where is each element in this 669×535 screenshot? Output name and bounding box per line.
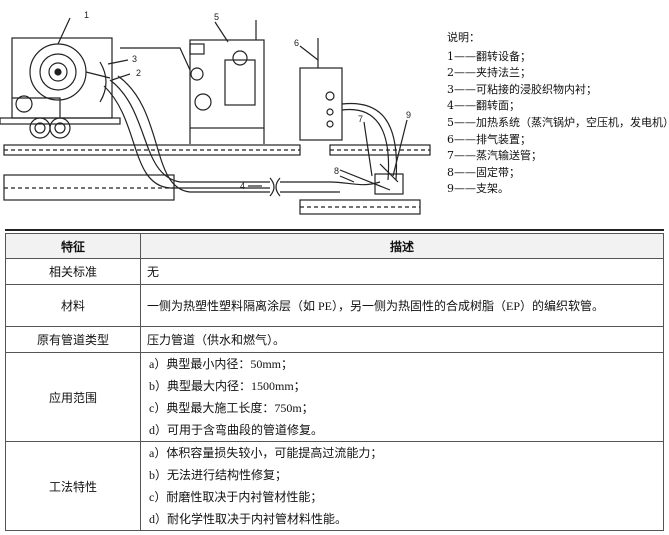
legend-item: 2——夹持法兰； bbox=[447, 66, 531, 80]
list-item: b）无法进行结构性修复； bbox=[149, 468, 288, 482]
table-row: 相关标准 无 bbox=[5, 258, 664, 285]
callout-2: 2 bbox=[136, 68, 141, 78]
receiving-pit bbox=[339, 163, 404, 195]
header-description: 描述 bbox=[140, 233, 664, 259]
callout-4: 4 bbox=[240, 181, 245, 191]
list-item: a）体积容量损失较小，可能提高过流能力； bbox=[149, 446, 383, 460]
header-feature: 特征 bbox=[5, 233, 141, 259]
callout-8: 8 bbox=[334, 166, 339, 176]
legend-item: 9——支架。 bbox=[447, 182, 509, 196]
legend-item: 1——翻转设备； bbox=[447, 49, 531, 63]
table-top-rule bbox=[5, 229, 664, 231]
list-item: c）典型最大施工长度：750m； bbox=[149, 401, 314, 415]
table-header-row: 特征 描述 bbox=[5, 233, 664, 259]
callout-1: 1 bbox=[84, 10, 89, 20]
inversion-device bbox=[0, 37, 121, 139]
description-cell: a）典型最小内径：50mm； b）典型最大内径：1500mm； c）典型最大施工… bbox=[140, 352, 664, 442]
feature-cell: 材料 bbox=[5, 284, 141, 327]
legend-item: 7——蒸汽输送管； bbox=[447, 149, 542, 163]
legend-item: 6——排气装置； bbox=[447, 132, 531, 146]
callout-3: 3 bbox=[132, 54, 137, 64]
callout-5: 5 bbox=[214, 12, 219, 22]
table-row: 材料 一侧为热塑性塑料隔离涂层（如 PE），另一侧为热固性的合成树脂（EP）的编… bbox=[5, 284, 664, 327]
callout-6: 6 bbox=[294, 38, 299, 48]
legend-item: 5——加热系统（蒸汽锅炉，空压机，发电机）； bbox=[447, 115, 669, 129]
feature-cell: 相关标准 bbox=[5, 258, 141, 285]
description-cell: 无 bbox=[140, 258, 664, 285]
list-item: c）耐磨性取决于内衬管材性能； bbox=[149, 490, 323, 504]
legend-item: 3——可粘接的浸胶织物内衬； bbox=[447, 82, 597, 96]
description-cell: 压力管道（供水和燃气）。 bbox=[140, 326, 664, 353]
list-item: b）典型最大内径：1500mm； bbox=[149, 379, 306, 393]
list-item: a）典型最小内径：50mm； bbox=[149, 357, 293, 371]
feature-cell: 工法特性 bbox=[5, 441, 141, 531]
inversion-lining-diagram: 1 2 3 4 5 6 7 8 9 bbox=[0, 10, 431, 215]
table-row: 应用范围 a）典型最小内径：50mm； b）典型最大内径：1500mm； c）典… bbox=[5, 352, 664, 442]
legend-title: 说明： bbox=[447, 31, 480, 44]
heating-system bbox=[120, 20, 265, 144]
callout-7: 7 bbox=[358, 114, 363, 124]
description-cell: 一侧为热塑性塑料隔离涂层（如 PE），另一侧为热固性的合成树脂（EP）的编织软管… bbox=[140, 284, 664, 327]
feature-cell: 原有管道类型 bbox=[5, 326, 141, 353]
exhaust-device bbox=[299, 38, 398, 181]
description-cell: a）体积容量损失较小，可能提高过流能力； b）无法进行结构性修复； c）耐磨性取… bbox=[140, 441, 664, 531]
callout-9: 9 bbox=[406, 110, 411, 120]
list-item: d）可用于含弯曲段的管道修复。 bbox=[149, 423, 324, 437]
diagram-legend: 说明： 1——翻转设备； 2——夹持法兰； 3——可粘接的浸胶织物内衬； 4——… bbox=[447, 30, 669, 198]
ground-left bbox=[3, 144, 301, 201]
feature-cell: 应用范围 bbox=[5, 352, 141, 442]
legend-item: 4——翻转面； bbox=[447, 99, 520, 113]
table-row: 原有管道类型 压力管道（供水和燃气）。 bbox=[5, 326, 664, 353]
ground-right bbox=[299, 144, 431, 215]
legend-item: 8——固定带； bbox=[447, 165, 520, 179]
method-spec-table: 特征 描述 相关标准 无 材料 一侧为热塑性塑料隔离涂层（如 PE），另一侧为热… bbox=[5, 233, 664, 531]
list-item: d）耐化学性取决于内衬管材料性能。 bbox=[149, 512, 348, 526]
table-row: 工法特性 a）体积容量损失较小，可能提高过流能力； b）无法进行结构性修复； c… bbox=[5, 441, 664, 531]
